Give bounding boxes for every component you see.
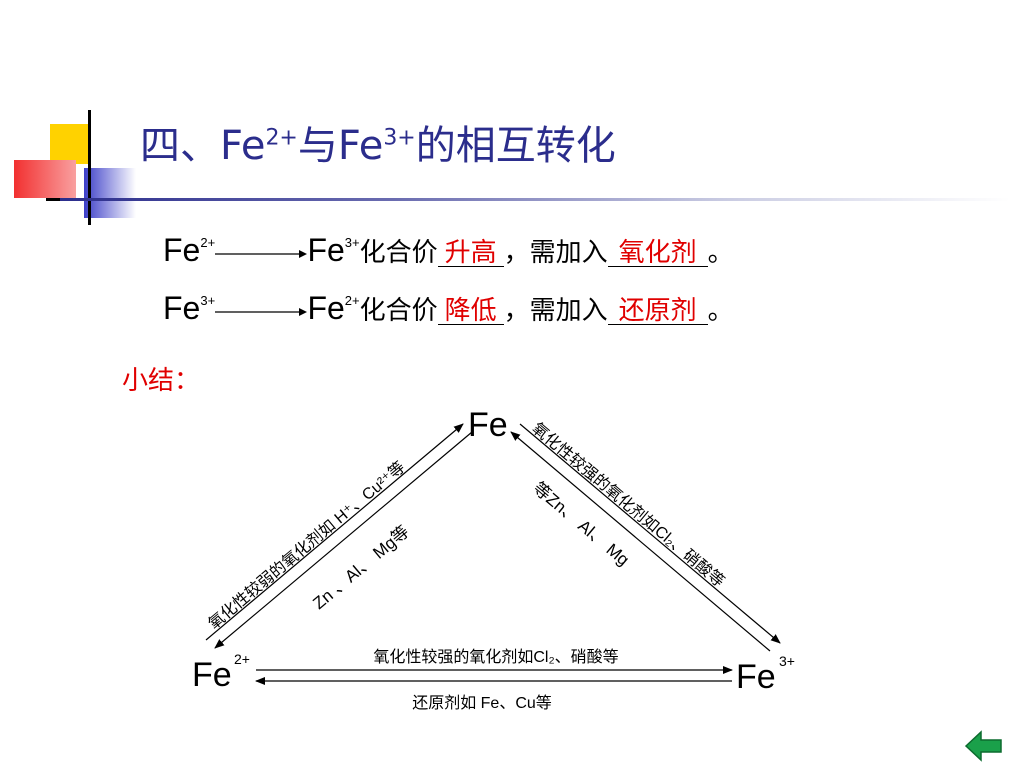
- title-suffix: 的相互转化: [415, 123, 616, 169]
- ion-to: Fe: [307, 290, 345, 326]
- node-fe2-left-charge: 2+: [234, 651, 250, 667]
- conversion-line: Fe2+ Fe3+化合价升高，需加入氧化剂。: [163, 234, 734, 267]
- decor-blocks: [0, 0, 140, 240]
- valence-label: 化合价: [359, 238, 438, 268]
- title-mid: 与Fe: [297, 123, 384, 169]
- comma: ，: [503, 296, 530, 326]
- valence-change-answer: 降低: [437, 298, 504, 325]
- ion-from-charge: 3+: [200, 293, 216, 308]
- arrow-fe3-to-fe: [510, 431, 771, 652]
- ion-from: Fe: [163, 232, 201, 268]
- ion-from-charge: 2+: [200, 235, 216, 250]
- decor-blue-block: [84, 168, 136, 218]
- back-arrow-icon: [964, 730, 1002, 762]
- node-fe2-left: Fe: [192, 656, 232, 694]
- reaction-arrow: [215, 307, 308, 316]
- ion-from: Fe: [163, 290, 201, 326]
- title-prefix: 四、Fe: [140, 123, 266, 169]
- ion-to-charge: 3+: [344, 235, 360, 250]
- bottom-lower-label: 还原剂如 Fe、Cu等: [412, 694, 552, 712]
- valence-change-answer: 升高: [437, 240, 504, 267]
- conversion-line: Fe3+ Fe2+化合价降低，需加入还原剂。: [163, 292, 734, 325]
- sentence-end: 。: [707, 238, 734, 268]
- reagent-answer: 氧化剂: [607, 240, 708, 267]
- reagent-answer: 还原剂: [607, 298, 708, 325]
- decor-red-block: [14, 160, 76, 198]
- need-label: 需加入: [529, 238, 608, 268]
- need-label: 需加入: [529, 296, 608, 326]
- node-fe-top: Fe: [468, 406, 508, 444]
- summary-label: 小结：: [122, 366, 201, 396]
- back-button[interactable]: [964, 728, 1004, 764]
- ion-to-charge: 2+: [344, 293, 360, 308]
- arrow-fe-to-fe3: [519, 423, 781, 644]
- sentence-end: 。: [707, 296, 734, 326]
- bottom-upper-label: 氧化性较强的氧化剂如Cl₂、硝酸等: [373, 648, 618, 666]
- arrow-fe-to-fe2: [214, 431, 473, 649]
- arrow-fe2-to-fe: [205, 423, 464, 641]
- comma: ，: [503, 238, 530, 268]
- title-ion3-charge: 3+: [383, 125, 416, 151]
- node-fe3-right: Fe: [736, 658, 776, 696]
- slide-title: 四、Fe2+与Fe3+的相互转化: [140, 126, 616, 166]
- title-underline: [60, 198, 1010, 201]
- valence-label: 化合价: [359, 296, 438, 326]
- reaction-arrow: [215, 249, 308, 258]
- title-ion2-charge: 2+: [265, 125, 298, 151]
- ion-to: Fe: [307, 232, 345, 268]
- decor-vertical-line: [88, 110, 91, 225]
- node-fe3-right-charge: 3+: [779, 653, 795, 669]
- decor-yellow-block: [50, 124, 90, 164]
